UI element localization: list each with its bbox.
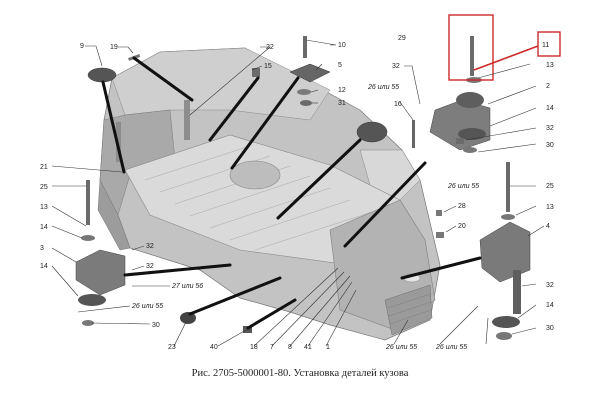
pad-part-14-left [78,294,106,306]
van-body [97,47,441,341]
clip-part-28 [436,210,442,216]
callout-30a: 30 [546,142,554,149]
callout-26-55d: 26 или 55 [385,344,417,351]
nut-part-31 [300,100,312,106]
callout-13c: 13 [546,204,554,211]
washer-part-13-left [81,235,95,241]
bolt-part-10 [303,36,307,58]
pad-part-14 [458,128,486,140]
highlight-box-label [537,31,561,57]
callout-11: 11 [542,42,549,49]
callout-26-55b: 26 или 55 [447,183,479,190]
callout-3: 3 [40,245,44,252]
callout-7: 7 [270,344,274,351]
callout-4: 4 [546,223,550,230]
callout-labels: 9 19 22 10 29 11 15 5 12 31 32 13 26 или… [40,35,554,351]
pad-part-14b [492,316,520,328]
callout-14a: 14 [546,105,554,112]
bracket-arm [513,270,521,314]
van-roof [111,47,331,121]
clip-part-20 [436,232,444,238]
callout-32e: 32 [546,282,554,289]
callout-20: 20 [458,223,466,230]
callout-14b: 14 [40,224,48,231]
callout-14c: 14 [40,263,48,270]
callout-19: 19 [110,44,118,51]
callout-30b: 30 [152,322,160,329]
nut-part-30 [463,147,477,153]
mount-cushion [456,92,484,108]
nut-part-15 [252,68,260,77]
callout-9: 9 [80,43,84,50]
callout-18: 18 [250,344,258,351]
nut-part-32 [456,138,464,144]
callout-27-56: 27 или 56 [171,283,203,290]
callout-32c: 32 [146,243,154,250]
bushing [356,121,388,143]
callout-2: 2 [546,83,550,90]
washer-part-13b [501,214,515,220]
mount-bracket-3 [75,249,126,296]
plug-part-9 [87,67,117,83]
bolt-part-25-left [86,180,90,225]
callout-32b: 32 [546,125,554,132]
leader-lines [51,39,545,347]
pad-part-5 [289,63,331,83]
figure-caption: Рис. 2705-5000001-80. Установка деталей … [191,368,409,379]
callout-40: 40 [210,344,218,351]
nut-part-30b [496,332,512,340]
windshield [359,149,421,201]
callout-8: 8 [288,344,292,351]
callout-26-55e: 26 или 55 [435,344,467,351]
callout-14d: 14 [546,302,554,309]
callout-10: 10 [338,42,346,49]
bolt-part-16 [412,120,415,148]
callout-23: 23 [168,344,176,351]
callout-32d: 32 [146,263,154,270]
nut-part-30-left [82,320,94,326]
loose-parts [75,36,531,340]
callout-28: 28 [458,203,466,210]
callout-41: 41 [304,344,312,351]
pointer-arrows [101,56,482,330]
callout-21: 21 [40,164,48,171]
wheel-arch [229,160,281,190]
callout-29: 29 [398,35,406,42]
callout-16: 16 [394,101,402,108]
callout-15: 15 [264,63,272,70]
callout-5: 5 [338,62,342,69]
callout-13b: 13 [40,204,48,211]
callout-31: 31 [338,100,346,107]
pillar-post [184,100,190,140]
callout-25b: 25 [546,183,554,190]
callout-26-55c: 26 или 55 [131,303,163,310]
callout-32a: 32 [392,63,400,70]
callout-1: 1 [326,344,330,351]
callout-22: 22 [266,44,274,51]
plug-part-23 [180,312,196,324]
rear-panel [97,179,131,251]
front-grille [384,284,433,336]
callout-30c: 30 [546,325,554,332]
washer-part-12 [297,89,311,95]
highlight-box-part [448,14,494,81]
callout-12: 12 [338,87,346,94]
mount-bracket-4 [479,221,531,283]
highlight-part-11 [448,14,561,81]
callout-26-55a: 26 или 55 [367,84,399,91]
callout-25a: 25 [40,184,48,191]
bolt-part-11 [470,36,474,76]
clip-part-40 [243,326,252,333]
highlight-connector [473,45,539,71]
bolt-part-25 [506,162,510,212]
callout-13a: 13 [546,62,554,69]
